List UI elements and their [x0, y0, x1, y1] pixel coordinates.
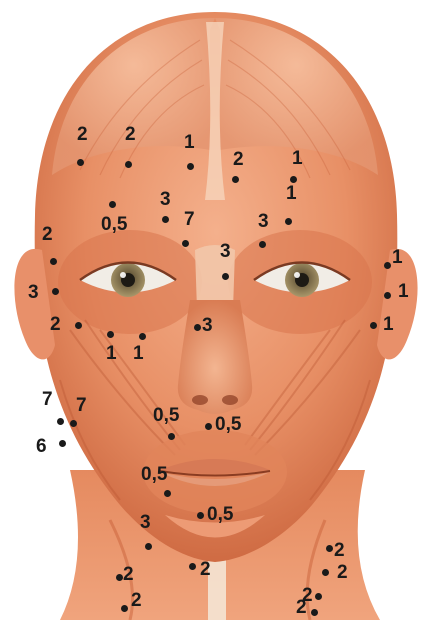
injection-point-dose-label: 2	[200, 560, 211, 579]
injection-point-dose-label: 3	[28, 283, 39, 302]
injection-point-marker	[182, 240, 189, 247]
injection-point-marker	[384, 292, 391, 299]
injection-point-dose-label: 1	[383, 315, 394, 334]
injection-point-dose-label: 2	[334, 541, 345, 560]
injection-point-dose-label: 3	[258, 212, 269, 231]
injection-point-dose-label: 0,5	[141, 465, 167, 484]
injection-point-marker	[205, 423, 212, 430]
injection-point-dose-label: 1	[398, 282, 409, 301]
injection-point-dose-label: 2	[131, 591, 142, 610]
injection-point-marker	[77, 159, 84, 166]
injection-point-marker	[197, 512, 204, 519]
injection-point-dose-label: 1	[133, 344, 144, 363]
injection-point-marker	[116, 574, 123, 581]
injection-point-marker	[384, 262, 391, 269]
injection-point-dose-label: 1	[184, 133, 195, 152]
injection-point-dose-label: 7	[184, 210, 195, 229]
injection-point-dose-label: 7	[42, 390, 53, 409]
injection-point-marker	[125, 161, 132, 168]
injection-point-dose-label: 3	[220, 242, 231, 261]
injection-point-marker	[232, 176, 239, 183]
injection-point-marker	[290, 176, 297, 183]
injection-point-marker	[187, 163, 194, 170]
injection-point-marker	[109, 201, 116, 208]
injection-point-dose-label: 0,5	[215, 415, 241, 434]
injection-point-marker	[75, 322, 82, 329]
injection-point-dose-label: 1	[292, 149, 303, 168]
injection-point-dose-label: 2	[50, 315, 61, 334]
injection-point-marker	[139, 333, 146, 340]
injection-point-dose-label: 6	[36, 437, 47, 456]
injection-point-marker	[50, 258, 57, 265]
injection-point-dose-label: 2	[125, 125, 136, 144]
injection-point-dose-label: 2	[233, 150, 244, 169]
injection-point-marker	[259, 241, 266, 248]
injection-point-marker	[164, 490, 171, 497]
injection-point-marker	[285, 218, 292, 225]
injection-point-dose-label: 2	[42, 225, 53, 244]
injection-point-marker	[194, 324, 201, 331]
injection-point-dose-label: 2	[337, 563, 348, 582]
injection-point-dose-label: 0,5	[101, 215, 127, 234]
injection-point-marker	[107, 331, 114, 338]
injection-point-marker	[189, 563, 196, 570]
injection-point-marker	[121, 605, 128, 612]
injection-point-dose-label: 7	[76, 396, 87, 415]
injection-point-dose-label: 2	[77, 125, 88, 144]
injection-point-marker	[326, 545, 333, 552]
injection-point-marker	[315, 593, 322, 600]
injection-point-marker	[70, 420, 77, 427]
injection-point-dose-label: 0,5	[207, 505, 233, 524]
injection-point-dose-label: 3	[202, 316, 213, 335]
injection-point-marker	[322, 569, 329, 576]
injection-point-dose-label: 2	[123, 565, 134, 584]
injection-point-dose-label: 2	[296, 598, 307, 617]
injection-point-marker	[311, 609, 318, 616]
injection-point-marker	[370, 322, 377, 329]
injection-point-dose-label: 3	[160, 190, 171, 209]
injection-point-marker	[145, 543, 152, 550]
injection-point-marker	[52, 288, 59, 295]
injection-point-dose-label: 1	[106, 344, 117, 363]
injection-point-dose-label: 3	[140, 513, 151, 532]
injection-point-dose-label: 0,5	[153, 406, 179, 425]
injection-point-dose-label: 1	[286, 184, 297, 203]
injection-point-marker	[59, 440, 66, 447]
injection-point-marker	[57, 418, 64, 425]
injection-point-dose-label: 1	[392, 248, 403, 267]
injection-point-marker	[168, 433, 175, 440]
injection-point-marker	[162, 216, 169, 223]
injection-point-marker	[222, 273, 229, 280]
